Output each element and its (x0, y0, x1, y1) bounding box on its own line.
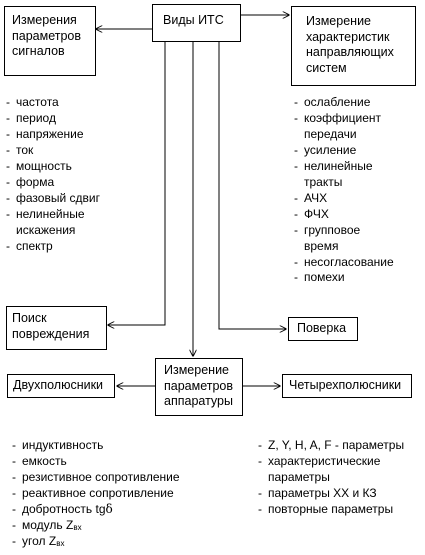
list-item: период (6, 111, 146, 127)
list-item: повторные параметры (258, 502, 423, 518)
types-its-label: Виды ИТС (163, 13, 224, 27)
verification-label: Поверка (297, 321, 347, 335)
signal-params-label: Измерения параметров сигналов (12, 13, 82, 59)
angle-text: угол Z (22, 533, 57, 548)
box-two-terminal: Двухполюсники (7, 374, 115, 398)
box-verification: Поверка (288, 317, 358, 341)
two-terminal-list: индуктивность емкость резистивное сопрот… (12, 438, 212, 550)
list-item: резистивное сопротивление (12, 470, 212, 486)
list-item: Z, Y, H, A, F - параметры (258, 438, 423, 454)
box-signal-params: Измерения параметров сигналов (4, 6, 96, 76)
list-item: емкость (12, 454, 212, 470)
list-item: нелинейные искажения (6, 207, 146, 239)
list-item: форма (6, 175, 146, 191)
list-item: модуль Zвх (12, 518, 212, 534)
input-subscript: вх (56, 538, 65, 548)
delta-symbol: δ (105, 501, 113, 516)
list-item: АЧХ (294, 191, 422, 207)
fault-search-label: Поиск повреждения (12, 311, 90, 341)
list-item: частота (6, 95, 146, 111)
list-item: ослабление (294, 95, 422, 111)
four-terminal-list: Z, Y, H, A, F - параметры характеристиче… (258, 438, 423, 518)
line-characteristics-list: ослабление коэффициент передачи усиление… (294, 95, 422, 286)
list-item: напряжение (6, 127, 146, 143)
list-item: ток (6, 143, 146, 159)
list-item: характеристические параметры (258, 454, 423, 486)
list-item: спектр (6, 239, 146, 255)
list-item: групповое время (294, 223, 422, 255)
list-item: добротность tgδ (12, 502, 212, 518)
list-item: усиление (294, 143, 422, 159)
input-subscript: вх (73, 522, 82, 532)
arrow-to-verification (218, 42, 286, 329)
list-item: нелинейные тракты (294, 159, 422, 191)
list-item: ФЧХ (294, 207, 422, 223)
list-item: фазовый сдвиг (6, 191, 146, 207)
box-line-characteristics: Измерение характеристик направляющих сис… (291, 6, 416, 86)
four-terminal-label: Четырехполюсники (289, 378, 402, 392)
line-characteristics-label: Измерение характеристик направляющих сис… (306, 14, 394, 75)
arrow-to-fault-search (108, 42, 166, 325)
list-item: угол Zвх (12, 534, 212, 550)
list-item: реактивное сопротивление (12, 486, 212, 502)
list-item: мощность (6, 159, 146, 175)
module-text: модуль Z (22, 517, 74, 532)
list-item: коэффициент передачи (294, 111, 422, 143)
box-fault-search: Поиск повреждения (6, 306, 107, 350)
list-item: параметры ХХ и КЗ (258, 486, 423, 502)
list-item: индуктивность (12, 438, 212, 454)
list-item: несогласование (294, 255, 422, 271)
box-equipment-params: Измерение параметров аппаратуры (155, 358, 243, 416)
box-four-terminal: Четырехполюсники (282, 374, 412, 398)
list-item: помехи (294, 270, 422, 286)
q-factor-text: добротность tg (22, 501, 106, 516)
signal-params-list: частота период напряжение ток мощность ф… (6, 95, 146, 255)
box-types-its: Виды ИТС (152, 4, 241, 42)
equipment-params-label: Измерение параметров аппаратуры (164, 363, 234, 409)
two-terminal-label: Двухполюсники (13, 378, 104, 392)
